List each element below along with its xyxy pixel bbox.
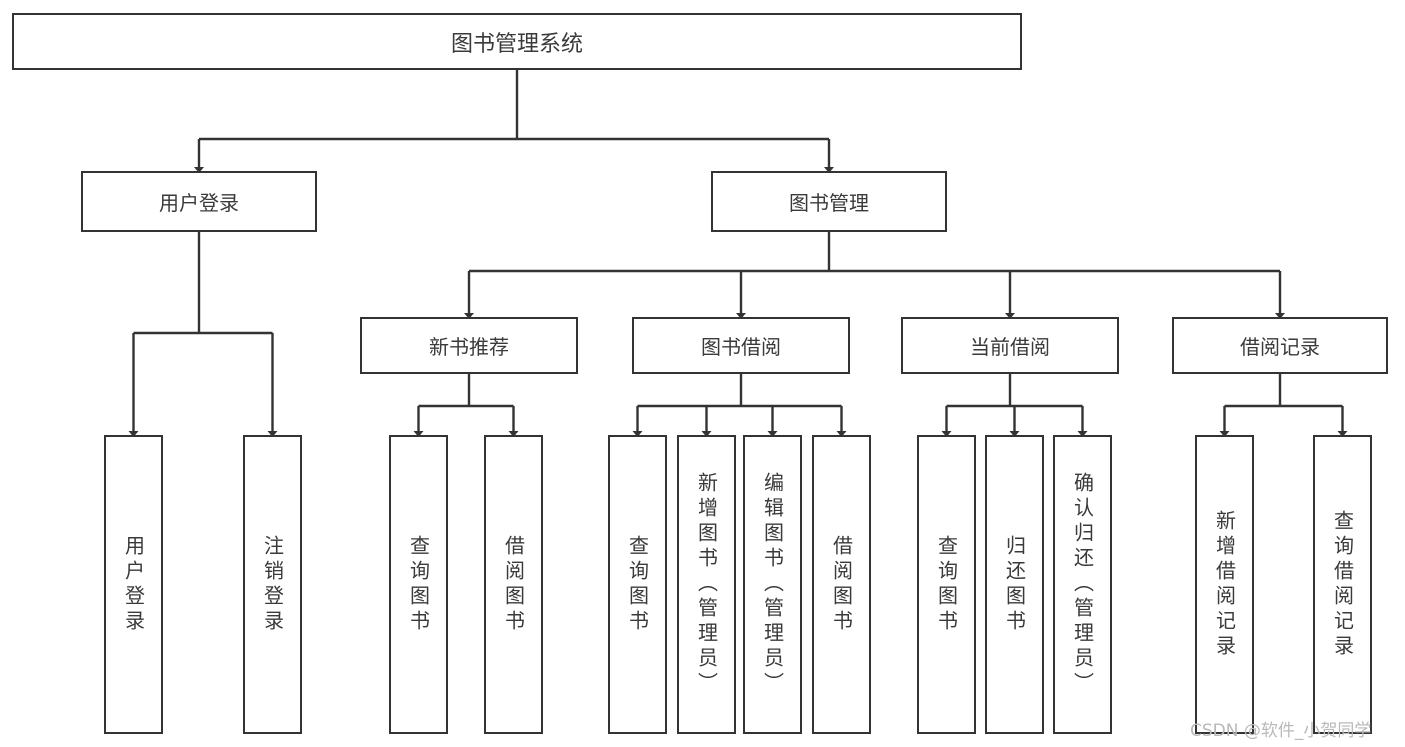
- node-label: 注销登录: [260, 534, 285, 635]
- node-label: 查询借阅记录: [1330, 509, 1355, 660]
- node-label: 查询图书: [934, 534, 959, 635]
- node-label: 查询图书: [625, 534, 650, 635]
- node-label: 新增借阅记录: [1212, 509, 1237, 660]
- node-cur-3[interactable]: 确认归还（管理员）: [1053, 435, 1112, 734]
- node-bookmgr[interactable]: 图书管理: [711, 171, 947, 232]
- node-cur-1[interactable]: 查询图书: [917, 435, 976, 734]
- node-login[interactable]: 用户登录: [81, 171, 317, 232]
- node-bor-4[interactable]: 借阅图书: [812, 435, 871, 734]
- node-borrow[interactable]: 图书借阅: [632, 317, 850, 374]
- node-label: 借阅图书: [501, 534, 526, 635]
- node-label: 用户登录: [159, 191, 239, 215]
- node-new-1[interactable]: 查询图书: [389, 435, 448, 734]
- node-label: 图书管理: [789, 191, 869, 215]
- node-label: 图书管理系统: [450, 31, 583, 57]
- node-label: 编辑图书（管理员）: [760, 472, 785, 697]
- node-rec-2[interactable]: 查询借阅记录: [1313, 435, 1372, 734]
- node-new-2[interactable]: 借阅图书: [484, 435, 543, 734]
- node-current[interactable]: 当前借阅: [901, 317, 1119, 374]
- node-cur-2[interactable]: 归还图书: [985, 435, 1044, 734]
- node-login-2[interactable]: 注销登录: [243, 435, 302, 734]
- node-login-1[interactable]: 用户登录: [104, 435, 163, 734]
- edge-group: [128, 70, 1348, 437]
- node-label: 新书推荐: [429, 335, 509, 359]
- node-label: 确认归还（管理员）: [1070, 472, 1095, 697]
- node-label: 查询图书: [406, 534, 431, 635]
- node-label: 新增图书（管理员）: [694, 472, 719, 697]
- node-rec-1[interactable]: 新增借阅记录: [1195, 435, 1254, 734]
- node-root[interactable]: 图书管理系统: [12, 13, 1022, 70]
- node-label: 当前借阅: [970, 335, 1050, 359]
- node-label: 用户登录: [121, 534, 146, 635]
- node-label: 图书借阅: [701, 335, 781, 359]
- node-label: 借阅记录: [1240, 335, 1320, 359]
- node-bor-1[interactable]: 查询图书: [608, 435, 667, 734]
- node-bor-3[interactable]: 编辑图书（管理员）: [743, 435, 802, 734]
- node-label: 借阅图书: [829, 534, 854, 635]
- node-label: 归还图书: [1002, 534, 1027, 635]
- node-record[interactable]: 借阅记录: [1172, 317, 1388, 374]
- node-bor-2[interactable]: 新增图书（管理员）: [677, 435, 736, 734]
- node-newbook[interactable]: 新书推荐: [360, 317, 578, 374]
